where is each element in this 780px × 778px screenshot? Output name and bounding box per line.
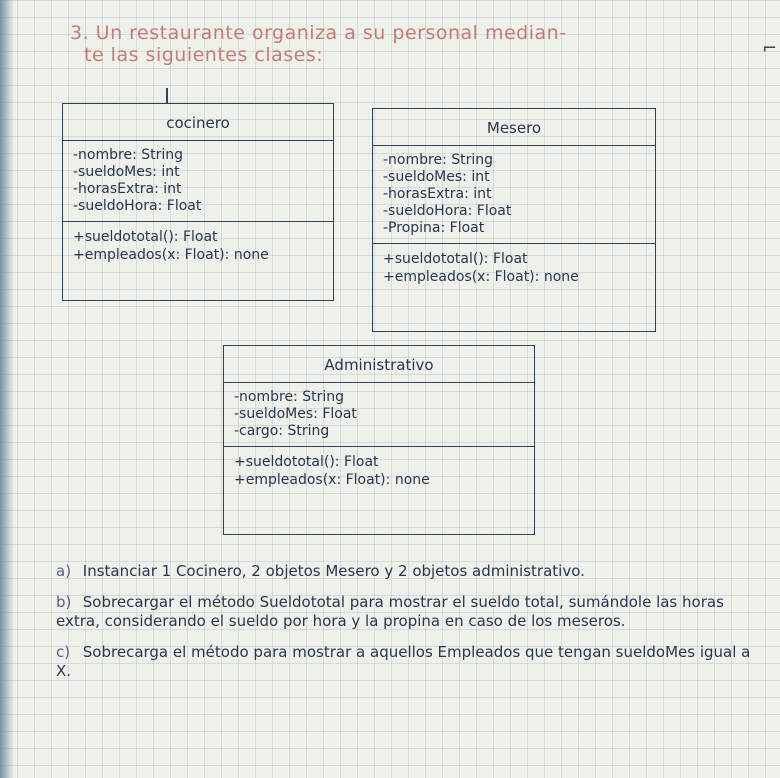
method: +empleados(x: Float): none xyxy=(383,269,579,285)
class-methods: +sueldototal(): Float +empleados(x: Floa… xyxy=(63,222,333,270)
class-attributes: -nombre: String -sueldoMes: Float -cargo… xyxy=(224,383,534,447)
method: +empleados(x: Float): none xyxy=(73,247,269,263)
class-name: Mesero xyxy=(373,109,655,146)
class-methods: +sueldototal(): Float +empleados(x: Floa… xyxy=(224,447,534,495)
class-methods: +sueldototal(): Float +empleados(x: Floa… xyxy=(373,244,655,292)
attribute: -sueldoMes: int xyxy=(73,164,180,180)
class-box-administrativo: Administrativo -nombre: String -sueldoMe… xyxy=(223,345,535,535)
attribute: -cargo: String xyxy=(234,423,330,439)
attribute: -sueldoMes: int xyxy=(383,169,490,185)
attribute: -nombre: String xyxy=(234,389,345,405)
attribute: -horasExtra: int xyxy=(383,186,492,202)
attribute: -horasExtra: int xyxy=(73,181,182,197)
task-item: c) Sobrecarga el método para mostrar a a… xyxy=(56,643,756,681)
task-label: b) xyxy=(56,593,72,611)
connector-line xyxy=(166,88,168,104)
method: +sueldototal(): Float xyxy=(234,454,379,470)
task-item: b) Sobrecargar el método Sueldototal par… xyxy=(56,593,756,631)
task-text: Sobrecargar el método Sueldototal para m… xyxy=(56,593,724,630)
method: +empleados(x: Float): none xyxy=(234,472,430,488)
attribute: -sueldoHora: Float xyxy=(383,203,512,219)
class-box-mesero: Mesero -nombre: String -sueldoMes: int -… xyxy=(372,108,656,332)
class-box-cocinero: cocinero -nombre: String -sueldoMes: int… xyxy=(62,103,334,301)
notebook-edge-shadow xyxy=(0,0,14,778)
method: +sueldototal(): Float xyxy=(73,229,218,245)
task-text: Instanciar 1 Cocinero, 2 objetos Mesero … xyxy=(82,562,585,580)
method: +sueldototal(): Float xyxy=(383,251,528,267)
task-item: a) Instanciar 1 Cocinero, 2 objetos Mese… xyxy=(56,562,756,581)
task-text: Sobrecarga el método para mostrar a aque… xyxy=(56,643,751,680)
task-label: c) xyxy=(56,643,71,661)
task-list: a) Instanciar 1 Cocinero, 2 objetos Mese… xyxy=(56,562,756,693)
attribute: -nombre: String xyxy=(73,147,184,163)
task-label: a) xyxy=(56,562,72,580)
attribute: -sueldoMes: Float xyxy=(234,406,357,422)
attribute: -nombre: String xyxy=(383,152,494,168)
heading-line-1: 3. Un restaurante organiza a su personal… xyxy=(70,22,567,44)
margin-mark: ⌐ xyxy=(762,38,778,59)
attribute: -Propina: Float xyxy=(383,220,485,236)
exercise-heading: 3. Un restaurante organiza a su personal… xyxy=(70,22,760,66)
class-attributes: -nombre: String -sueldoMes: int -horasEx… xyxy=(63,141,333,222)
class-name: cocinero xyxy=(63,104,333,141)
class-name: Administrativo xyxy=(224,346,534,383)
class-attributes: -nombre: String -sueldoMes: int -horasEx… xyxy=(373,146,655,244)
heading-line-2: te las siguientes clases: xyxy=(84,44,324,66)
attribute: -sueldoHora: Float xyxy=(73,198,202,214)
